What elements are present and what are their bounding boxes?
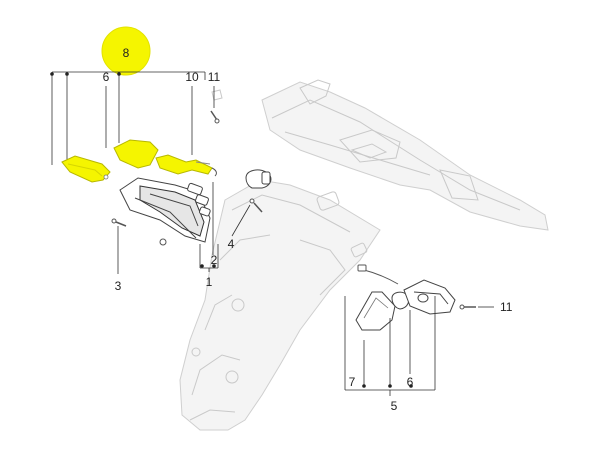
callout-8-label: 8 [123,46,130,60]
callout-10-label: 10 [185,70,199,84]
grommet [159,238,167,246]
bracket-1 [199,244,219,272]
callout-6-top-label: 6 [103,70,110,84]
callout-11-right-label: 11 [500,300,513,314]
callout-7-label: 7 [349,375,356,389]
bracket-8 [50,71,206,165]
screw-11-right [459,304,476,310]
screw-4 [249,198,263,213]
callout-11-top-label: 11 [208,70,221,84]
tail-light-assembly [119,177,211,243]
indicator-right-assembly [355,264,456,331]
screw-11-top [210,110,220,124]
callout-3-label: 3 [115,279,122,293]
bracket-5 [344,296,436,396]
rear-fender-ghost [179,79,549,431]
leader-4 [231,204,251,237]
indicator-body-with-stem [113,139,217,177]
callout-2-label: 2 [211,253,218,267]
callout-6-right-label: 6 [407,375,414,389]
screw-3 [111,218,127,227]
callout-1-label: 1 [206,275,213,289]
callout-8-highlight [101,26,151,76]
callout-5-label: 5 [391,399,398,413]
callout-4-label: 4 [228,237,235,251]
bulb [245,169,272,189]
indicator-lens-left [61,155,111,183]
